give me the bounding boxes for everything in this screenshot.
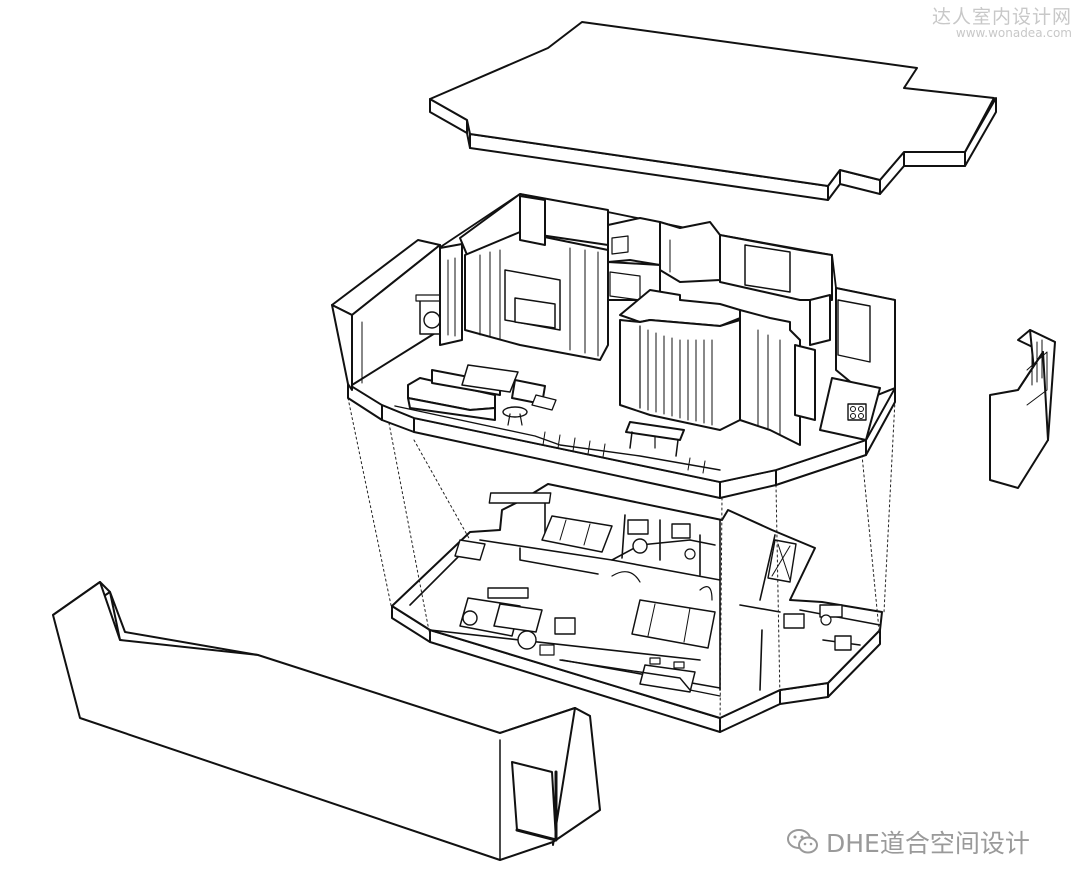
floor-plan-slab — [391, 483, 883, 733]
front-wall — [52, 581, 601, 861]
interior-model — [331, 193, 896, 499]
ceiling-slab — [429, 21, 997, 201]
wechat-icon — [787, 829, 818, 854]
watermark-url: www.wonadea.com — [955, 26, 1072, 40]
watermark-title: 达人室内设计网 — [931, 6, 1072, 28]
right-wall — [989, 329, 1056, 489]
credit-text: DHE道合空间设计 — [826, 829, 1030, 858]
projection-lines — [347, 397, 896, 726]
credit: DHE道合空间设计 — [786, 824, 1030, 860]
